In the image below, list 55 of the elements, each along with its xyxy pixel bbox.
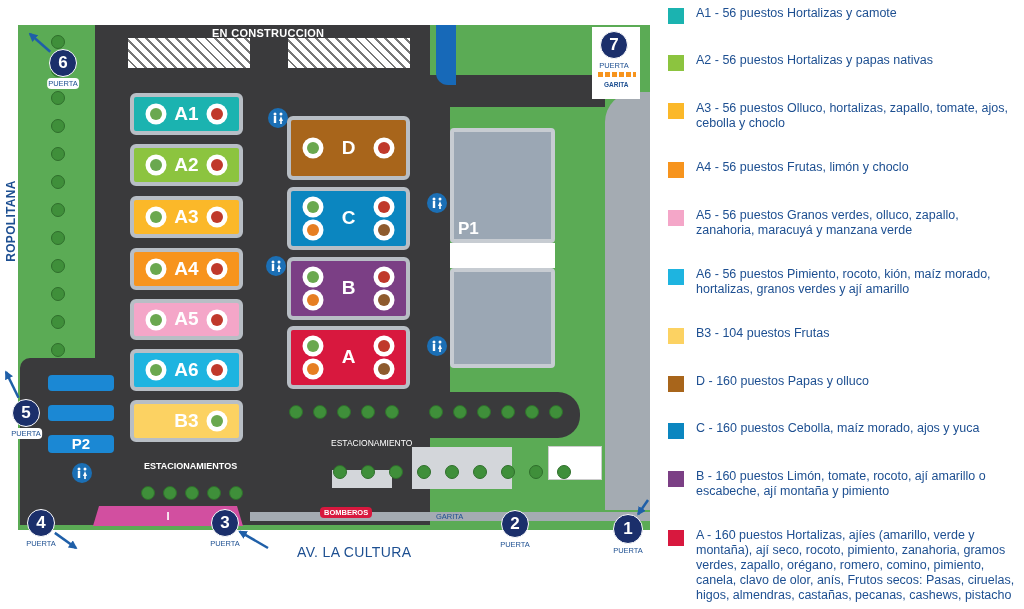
legend-text: A5 - 56 puestos Granos verdes, olluco, zapallo, zanahoria, maracuyá y manzana verde [696, 207, 960, 238]
node-label: D [341, 136, 356, 158]
market-block [287, 187, 410, 250]
parking-building [450, 128, 555, 368]
node-label: 3 [220, 512, 230, 535]
node-label: A3 [174, 205, 199, 227]
map-label: ROPOLITANA [2, 180, 19, 262]
market-block [130, 400, 243, 442]
node-label: A2 [174, 153, 199, 175]
arrow [238, 530, 269, 550]
market-block [130, 299, 243, 340]
node-label: A6 [174, 358, 199, 380]
node-label: 2 [510, 513, 520, 536]
arrow [54, 531, 78, 549]
market-block [130, 93, 243, 135]
legend-text: A2 - 56 puestos Hortalizas y papas nativas [696, 53, 933, 69]
map-label: EN CONSTRUCCION [212, 26, 325, 41]
market-block [130, 144, 243, 186]
parking-area [48, 375, 114, 455]
map-label: ESTACIONAMIENTO [331, 437, 413, 450]
node-label: I [166, 508, 170, 524]
market-block [130, 196, 243, 238]
node-label: A [341, 346, 356, 368]
node-label: 1 [623, 518, 633, 541]
node-label: 6 [58, 52, 68, 75]
arrow [4, 370, 20, 399]
arrow [637, 499, 650, 516]
market-block [130, 248, 243, 290]
legend-text: A1 - 56 puestos Hortalizas y camote [696, 6, 897, 21]
market-block [287, 326, 410, 389]
market-block [287, 257, 410, 320]
node-label: B3 [174, 409, 199, 431]
node-label: C [341, 207, 356, 229]
node-label: A4 [174, 257, 199, 279]
map-label: ESTACIONAMIENTOS [144, 460, 238, 473]
legend-text: C - 160 puestos Cebolla, maíz morado, ajos y yuca [696, 421, 980, 437]
arrow [28, 32, 52, 53]
node-label: P2 [71, 433, 91, 454]
legend-text: B3 - 104 puestos Frutas [696, 326, 830, 342]
node-label: P1 [458, 219, 479, 238]
map-label: AV. LA CULTURA [297, 543, 412, 562]
legend-text: A4 - 56 puestos Frutas, limón y choclo [696, 160, 909, 176]
market-block [287, 116, 410, 180]
node-label: B [341, 277, 356, 299]
node-label: A1 [174, 102, 199, 124]
legend-text: A - 160 puestos Hortalizas, ajíes (amarillo, verde y montaña), ají seco, rocoto, pimiento, zanahoria, gramos verdes, zapallo, orégano, romero, comino, pimiento, canela, clavo de olor, anís, Frutos secos: Pasas, ciruelas, higos, almendras, castañas, pecanas, cashews, pistacho [696, 527, 1016, 603]
node-label: 5 [21, 402, 31, 425]
legend-text: D - 160 puestos Papas y olluco [696, 373, 870, 389]
node-label: A5 [174, 308, 199, 330]
legend-text: A3 - 56 puestos Olluco, hortalizas, zapallo, tomate, ajos, cebolla y choclo [696, 100, 1009, 131]
legend-text: B - 160 puestos Limón, tomate, rocoto, ají amarillo o escabeche, ají montaña y pimiento [696, 468, 987, 499]
node-label: 7 [609, 34, 619, 57]
market-block [130, 349, 243, 391]
node-label: 4 [36, 512, 46, 535]
legend-text: A6 - 56 puestos Pimiento, rocoto, kión, maíz morado, hortalizas, granos verdes y ají amarillo [696, 266, 992, 297]
